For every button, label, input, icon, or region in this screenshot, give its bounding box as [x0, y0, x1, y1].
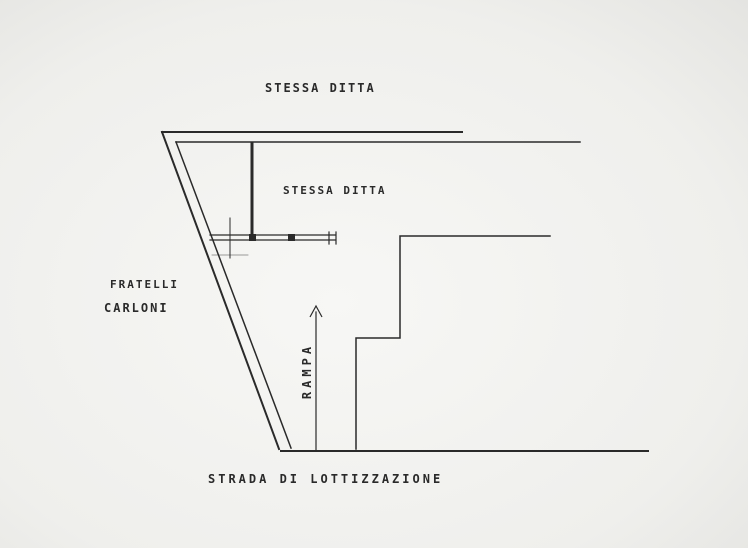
- west-neighbor-label-line1: FRATELLI: [110, 278, 179, 291]
- inner-neighbor-label: STESSA DITTA: [283, 184, 387, 197]
- road-label: STRADA DI LOTTIZZAZIONE: [208, 472, 444, 486]
- west-neighbor-label-line2: CARLONI: [104, 301, 169, 315]
- ramp-arrow-head: [309, 304, 323, 318]
- building-outline: [355, 235, 551, 450]
- ramp-label: RAMPA: [300, 342, 314, 400]
- gate-post: [249, 234, 256, 241]
- north-neighbor-label: STESSA DITTA: [265, 81, 376, 95]
- gate-post-2: [288, 234, 295, 241]
- west-boundary-inner-line: [175, 141, 292, 449]
- west-boundary-outer-line: [160, 130, 281, 451]
